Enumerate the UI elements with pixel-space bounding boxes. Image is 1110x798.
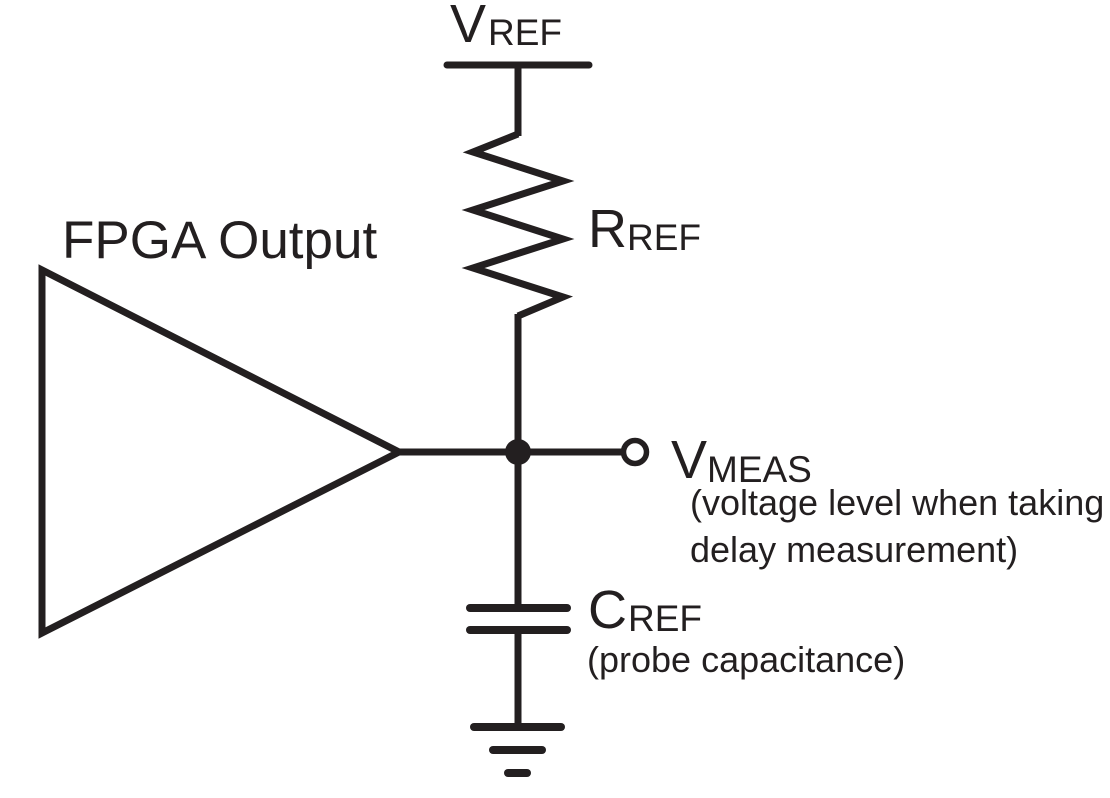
vmeas-note-line2: delay measurement) xyxy=(690,529,1018,570)
probe-terminal-circle xyxy=(620,437,650,467)
rref-resistor: R REF xyxy=(461,130,701,455)
buffer-triangle-symbol xyxy=(38,264,407,639)
vmeas-note-line1: (voltage level when taking xyxy=(690,482,1104,523)
cref-capacitor: C REF (probe capacitance) xyxy=(466,450,905,680)
ground-symbol xyxy=(470,723,565,777)
ground xyxy=(470,632,565,777)
fpga-output-buffer: FPGA Output xyxy=(38,211,407,639)
vmeas-label-sub: MEAS xyxy=(707,449,812,490)
rref-label-sub: REF xyxy=(627,217,701,258)
vref-label-main: V xyxy=(450,0,486,54)
vmeas-label-main: V xyxy=(671,430,707,490)
vref-label-sub: REF xyxy=(488,12,562,53)
cref-note: (probe capacitance) xyxy=(587,639,905,680)
cref-label-sub: REF xyxy=(628,598,702,639)
capacitor-symbol xyxy=(466,604,571,634)
measurement-node: V MEAS (voltage level when taking delay … xyxy=(399,430,1104,570)
fpga-output-label: FPGA Output xyxy=(62,211,377,270)
cref-label-main: C xyxy=(588,580,627,640)
resistor-symbol xyxy=(461,130,575,320)
rref-label-main: R xyxy=(588,199,627,259)
vref-supply: V REF xyxy=(443,0,593,136)
